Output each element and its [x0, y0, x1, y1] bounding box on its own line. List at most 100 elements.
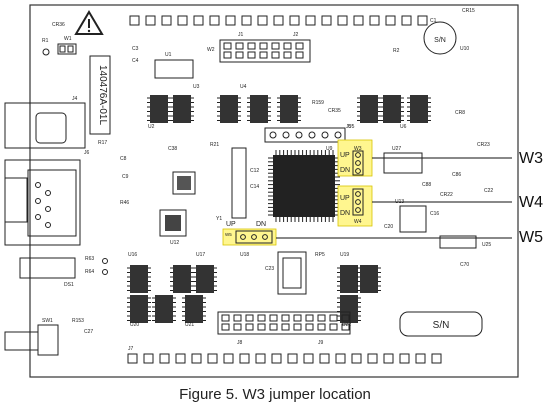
header-pin — [295, 42, 304, 50]
edge-pad — [161, 15, 172, 26]
header-pin — [247, 42, 256, 50]
w1-header — [57, 43, 77, 55]
top-edge-pads — [129, 15, 428, 26]
part-number-box — [89, 55, 111, 135]
j6-hole — [45, 190, 51, 196]
edge-pad — [145, 15, 156, 26]
edge-pad — [321, 15, 332, 26]
edge-pad — [303, 353, 314, 364]
w5-jumper: UP DN W5 — [222, 221, 277, 246]
soic-chip — [337, 265, 361, 293]
header-pin — [247, 51, 256, 59]
j5-pin — [295, 131, 303, 139]
ref-u6: U6 — [400, 124, 407, 130]
header-pin — [329, 314, 338, 322]
soic-chip — [357, 95, 381, 123]
ref-y1: Y1 — [216, 216, 222, 222]
j8-j9-header — [217, 311, 351, 335]
w4-jumper: UP DN W4 — [337, 185, 373, 227]
u13-ic — [399, 205, 427, 233]
header-pin — [329, 323, 338, 331]
ref-c20: C20 — [384, 224, 393, 230]
ref-rp5: RP5 — [315, 252, 325, 258]
soic-chip — [127, 295, 151, 323]
header-pin — [293, 323, 302, 331]
ref-u21: U21 — [185, 322, 194, 328]
j5-connector — [264, 127, 346, 143]
ref-c88: C88 — [422, 182, 431, 188]
header-pin — [271, 42, 280, 50]
edge-pad — [209, 15, 220, 26]
ref-u1: U1 — [165, 52, 172, 58]
ref-r159: R159 — [312, 100, 324, 106]
ref-u2: U2 — [148, 124, 155, 130]
header-pin — [223, 42, 232, 50]
edge-pad — [415, 353, 426, 364]
u11-chip — [172, 171, 196, 195]
ref-u19: U19 — [340, 252, 349, 258]
j6-hole — [35, 182, 41, 188]
c12-c14-block — [231, 147, 247, 219]
header-pin — [269, 323, 278, 331]
ref-c23: C23 — [265, 266, 274, 272]
soic-chip — [357, 265, 381, 293]
edge-pad — [177, 15, 188, 26]
header-pin — [233, 323, 242, 331]
edge-pad — [353, 15, 364, 26]
edge-pad — [129, 15, 140, 26]
header-pin — [245, 323, 254, 331]
edge-pad — [241, 15, 252, 26]
ref-u10: U10 — [460, 46, 469, 52]
ref-r2: R2 — [393, 48, 400, 54]
header-pin — [257, 323, 266, 331]
u1-ic — [154, 59, 194, 79]
ref-c22: C22 — [484, 188, 493, 194]
header-pin — [233, 314, 242, 322]
header-pin — [223, 51, 232, 59]
soic-chip — [407, 95, 431, 123]
header-pin — [221, 314, 230, 322]
edge-pad — [257, 15, 268, 26]
callout-w5: W5 — [519, 229, 543, 246]
ref-u3: U3 — [193, 84, 200, 90]
ref-r1: R1 — [42, 38, 49, 44]
ref-j2: J2 — [293, 32, 299, 38]
svg-text:UP: UP — [226, 221, 236, 228]
ref-u13: U13 — [395, 199, 404, 205]
bottom-edge-pads — [127, 353, 442, 364]
header-pin — [271, 51, 280, 59]
edge-pad — [431, 353, 442, 364]
u12-ic — [159, 209, 187, 237]
sn-box — [399, 311, 483, 337]
ref-u27: U27 — [392, 146, 401, 152]
ref-cr36: CR36 — [52, 22, 65, 28]
figure-caption: Figure 5. W3 jumper location — [179, 386, 371, 403]
header-pin — [235, 51, 244, 59]
header-pin — [281, 323, 290, 331]
header-pin — [259, 51, 268, 59]
ref-j7: J7 — [128, 346, 134, 352]
ref-c86: C86 — [452, 172, 461, 178]
j6-hole — [45, 222, 51, 228]
header-pin — [317, 314, 326, 322]
u25-ic — [439, 235, 477, 249]
edge-pad — [207, 353, 218, 364]
u9-processor — [273, 155, 335, 217]
soic-chip — [147, 95, 171, 123]
ref-w1: W1 — [64, 36, 72, 42]
ref-j4: J4 — [72, 96, 78, 102]
j6-hole — [35, 214, 41, 220]
callout-w3: W3 — [519, 150, 543, 167]
ref-c38: C38 — [168, 146, 177, 152]
ref-u18: U18 — [240, 252, 249, 258]
ref-cr23: CR23 — [477, 142, 490, 148]
ref-r17: R17 — [98, 140, 107, 146]
ref-u16: U16 — [128, 252, 137, 258]
ref-u25: U25 — [482, 242, 491, 248]
svg-text:UP: UP — [340, 152, 350, 159]
soic-chip — [182, 295, 206, 323]
mounting-circle — [423, 21, 457, 55]
edge-pad — [383, 353, 394, 364]
edge-pad — [369, 15, 380, 26]
